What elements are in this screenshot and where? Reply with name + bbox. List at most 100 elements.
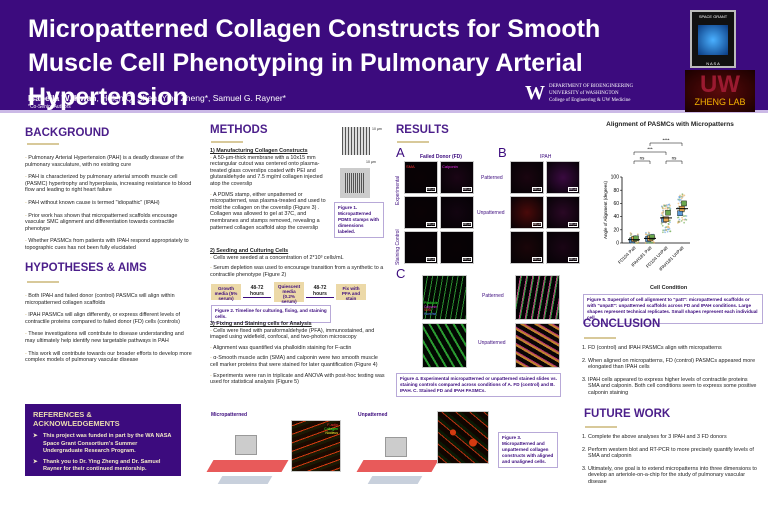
reference-item: ➤Thank you to Dr. Ying Zheng and Dr. Sam…	[33, 459, 173, 474]
cell-point	[678, 196, 681, 199]
methods-heading: METHODS	[210, 124, 268, 136]
legend-sma: SMA	[424, 308, 432, 313]
cell-point	[669, 221, 671, 224]
replicate-marker	[681, 200, 687, 207]
list-item: PAH is characterized by pulmonary arteri…	[25, 174, 195, 194]
microscopy-image: 100 µm	[510, 196, 544, 229]
cell-point	[660, 212, 663, 215]
list-item: Prior work has shown that micropatterned…	[25, 213, 195, 233]
cell-point	[645, 231, 647, 234]
stain-label: Calponin	[442, 164, 458, 169]
list-item: A PDMS stamp, either unpatterned or micr…	[210, 192, 330, 232]
references-box: REFERENCES & ACKNOWLEDGEMENTS ➤This proje…	[25, 404, 181, 476]
cell-point	[684, 214, 687, 217]
replicate-marker	[663, 216, 669, 222]
hypotheses-list: Both IPAH and failed donor (control) PAS…	[25, 293, 195, 370]
cell-point	[660, 205, 663, 208]
cell-point	[683, 194, 686, 197]
fig1-caption: Figure 1. Micropatterned PDMS stamps wit…	[334, 202, 384, 238]
fig1-dim-2: 10 µm	[366, 160, 376, 164]
scale-bar: 100 µm	[425, 257, 436, 262]
coverslip-illustration	[217, 476, 273, 484]
y-axis-label: Angle of Alignment (degrees)	[603, 180, 608, 239]
list-item: PAH without known cause is termed "idiop…	[25, 200, 195, 207]
microscopy-image: 100 µm	[510, 161, 544, 194]
cell-point	[664, 204, 666, 207]
cell-point	[667, 225, 670, 228]
cell-point	[648, 242, 651, 244]
c-patterned-label: Patterned	[482, 293, 504, 299]
cell-point	[665, 228, 668, 231]
future-work-list: Complete the above analyses for 3 IPAH a…	[578, 434, 758, 492]
poster-header	[0, 0, 768, 113]
timeline-duration-1: 48-72 hours	[243, 285, 271, 298]
lab-logo-uw: UW	[700, 71, 740, 98]
cell-point	[678, 218, 681, 221]
cell-point	[667, 203, 670, 206]
scale-bar: 100 µm	[531, 222, 542, 227]
arrow-icon: ➤	[33, 458, 38, 465]
results-heading: RESULTS	[396, 124, 449, 136]
other-authors: , Helen Q. Shen, Ying Zheng*, Samuel G. …	[96, 93, 286, 103]
cell-point	[677, 202, 680, 205]
significance-bracket	[633, 160, 651, 164]
poster-title: Micropatterned Collagen Constructs for S…	[28, 15, 601, 111]
authors: Isabella W. Kwan, Helen Q. Shen, Ying Zh…	[28, 93, 286, 103]
cell-point	[651, 241, 654, 244]
conclusion-heading: CONCLUSION	[583, 318, 661, 330]
ipah-title: IPAH	[540, 154, 552, 160]
section-2-title: 2) Seeding and Culturing Cells	[210, 248, 289, 254]
scale-bar: 100 µm	[567, 257, 578, 262]
microscopy-image: 100 µm	[510, 231, 544, 264]
timeline-step-2: Quiescent media (0.2% serum)	[274, 282, 304, 304]
pdms-stamp-closeup	[342, 127, 370, 155]
list-item: A 50-µm-thick membrane with a 10x15 mm r…	[210, 155, 330, 188]
y-tick-label: 0	[616, 241, 619, 247]
y-tick-label: 40	[613, 214, 619, 220]
legend-phalloidin: Phalloidin	[424, 300, 439, 305]
timeline-step-3: Fix with PFA and stain	[336, 284, 366, 301]
cell-point	[636, 233, 639, 236]
references-heading: REFERENCES & ACKNOWLEDGEMENTS	[33, 410, 120, 428]
methods-section-2: 2) Seeding and Culturing Cells Cells wer…	[210, 248, 385, 282]
scale-bar: 100 µm	[461, 222, 472, 227]
replicate-marker	[633, 235, 639, 242]
c-ipah-patterned-image	[515, 275, 560, 320]
cell-point	[680, 197, 683, 200]
cell-point	[661, 224, 664, 227]
significance-label: ns	[640, 156, 646, 161]
list-item: When aligned on micropatterns, FD (contr…	[588, 358, 758, 371]
cell-point	[666, 230, 669, 233]
fig3-micropatterned-label: Micropatterned	[211, 412, 248, 418]
background-list: Pulmonary Arterial Hypertension (PAH) is…	[25, 155, 195, 258]
cell-point	[685, 218, 688, 221]
y-tick-label: 60	[613, 201, 619, 207]
list-item: Cells were seeded at a concentration of …	[210, 255, 385, 262]
lead-author: Isabella W. Kwan	[28, 93, 97, 103]
pdms-stamp	[340, 168, 370, 198]
legend-collagen: Collagen	[324, 427, 338, 431]
reference-item: ➤This project was funded in part by the …	[33, 433, 173, 456]
row-patterned-label: Patterned	[481, 175, 503, 181]
cell-point	[668, 206, 671, 209]
cell-point	[681, 195, 684, 198]
section-1-title: 1) Manufacturing Collagen Constructs	[210, 148, 308, 154]
scale-bar: 100 µm	[531, 187, 542, 192]
cell-point	[681, 193, 684, 196]
fig3-unpatterned-label: Unpatterned	[358, 412, 388, 418]
cell-point	[662, 207, 664, 210]
panel-a-label: A	[396, 145, 405, 160]
cell-point	[669, 219, 671, 222]
chart-xlabel: Cell Condition	[650, 285, 688, 291]
cell-point	[667, 228, 670, 231]
staining-control-label: Staining Control	[395, 229, 401, 265]
scale-bar: 100 µm	[461, 187, 472, 192]
list-item: Ultimately, one goal is to extend microp…	[588, 466, 758, 486]
timeline-duration-2: 48-72 hours	[306, 285, 334, 298]
cell-point	[661, 231, 664, 234]
hypotheses-heading: HYPOTHESES & AIMS	[25, 262, 147, 274]
cell-point	[678, 198, 681, 201]
background-heading: BACKGROUND	[25, 127, 110, 139]
